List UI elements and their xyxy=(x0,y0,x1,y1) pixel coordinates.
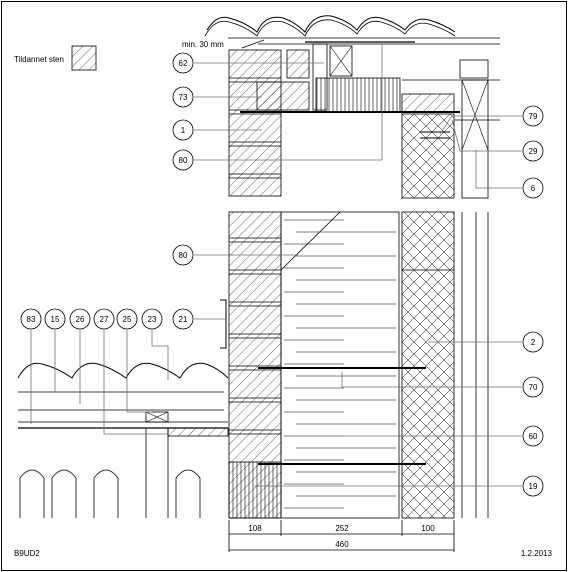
roof-tiles-top-inner xyxy=(204,19,456,37)
wall-footing xyxy=(228,461,282,519)
legend-label: Tildannet sten xyxy=(14,55,64,64)
callout-label: 15 xyxy=(51,315,60,324)
dim-252: 252 xyxy=(335,524,349,533)
callout-circle xyxy=(141,308,163,330)
callout-label: 25 xyxy=(123,315,132,324)
dimension-lines xyxy=(228,520,455,552)
callout-circle xyxy=(44,308,66,330)
callout-label: 80 xyxy=(179,251,188,260)
callout-circle xyxy=(522,425,544,447)
callout-left-group: 62 73 1 80 80 21 xyxy=(172,52,194,330)
roof-tiles-lower xyxy=(17,362,229,379)
callout-label: 1 xyxy=(181,126,186,135)
legend-swatch xyxy=(71,45,97,71)
callout-label: 21 xyxy=(179,315,188,324)
callouts-left xyxy=(194,44,383,320)
callout-label: 73 xyxy=(179,93,188,102)
callout-circle xyxy=(116,308,138,330)
callout-circle xyxy=(20,308,42,330)
callout-label: 80 xyxy=(179,156,188,165)
callout-label: 6 xyxy=(531,184,536,193)
callout-circle xyxy=(172,244,194,266)
rafter-end xyxy=(315,77,401,113)
callout-circle xyxy=(522,140,544,162)
callout-right-group: 79 29 6 2 70 60 19 xyxy=(522,105,544,497)
insulation-lower xyxy=(401,211,455,519)
callout-circle xyxy=(522,331,544,353)
callout-label: 19 xyxy=(529,482,538,491)
callout-circle xyxy=(93,308,115,330)
callout-circle xyxy=(69,308,91,330)
upper-section: min. 30 mm xyxy=(182,15,500,199)
drawing-code: B9UD2 xyxy=(14,549,40,558)
callout-label: 62 xyxy=(179,59,188,68)
dim-100: 100 xyxy=(421,524,435,533)
callout-circle xyxy=(522,376,544,398)
callout-circle xyxy=(172,119,194,141)
lower-section xyxy=(17,211,489,519)
callout-circle xyxy=(522,105,544,127)
callout-roof-group: 83 15 26 27 25 23 xyxy=(20,308,163,330)
callout-circle xyxy=(172,149,194,171)
callouts-right xyxy=(254,115,522,487)
callout-circle xyxy=(522,475,544,497)
callouts-roof xyxy=(30,330,169,435)
callout-label: 2 xyxy=(531,338,536,347)
callout-label: 29 xyxy=(529,147,538,156)
callout-circle xyxy=(522,177,544,199)
callout-label: 27 xyxy=(100,315,109,324)
min-30mm-note: min. 30 mm xyxy=(182,40,224,49)
callout-label: 79 xyxy=(529,112,538,121)
callout-circle xyxy=(172,308,194,330)
callout-label: 60 xyxy=(529,432,538,441)
callout-circle xyxy=(172,52,194,74)
drawing-date: 1.2.2013 xyxy=(521,549,553,558)
callout-label: 23 xyxy=(148,315,157,324)
dim-460: 460 xyxy=(335,540,349,549)
brick-wall-upper xyxy=(228,49,282,197)
legend: Tildannet sten xyxy=(14,45,97,71)
insulation-upper xyxy=(401,113,455,199)
dim-108: 108 xyxy=(248,524,262,533)
callout-label: 83 xyxy=(27,315,36,324)
callout-circle xyxy=(172,86,194,108)
callout-label: 26 xyxy=(76,315,85,324)
roof-tiles-top xyxy=(206,15,456,33)
callout-label: 70 xyxy=(529,383,538,392)
